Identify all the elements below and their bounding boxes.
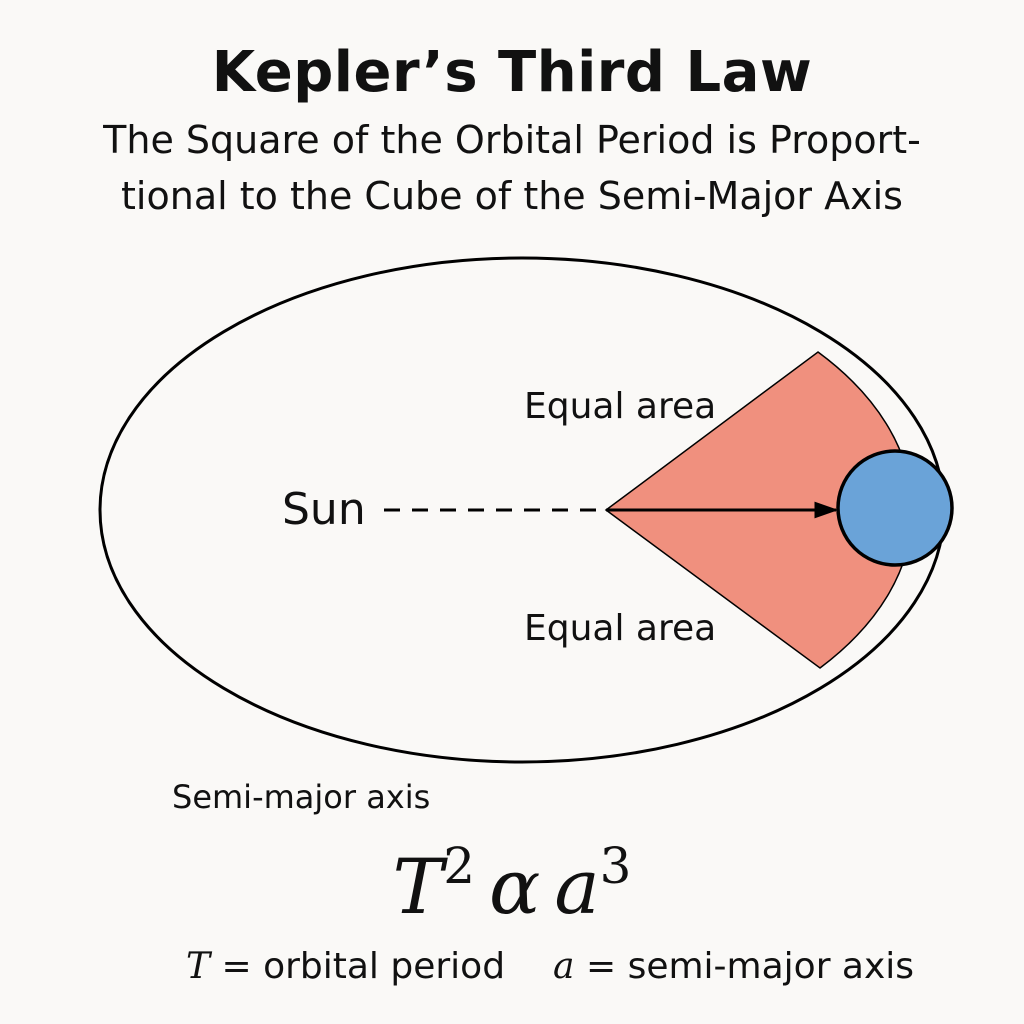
formula-period-symbol: T (392, 842, 444, 931)
planet-circle (836, 449, 954, 567)
subtitle-line-2: tional to the Cube of the Semi-Major Axi… (121, 174, 903, 218)
page-title: Kepler’s Third Law (211, 40, 813, 105)
formula-period-exponent: 2 (443, 837, 476, 895)
formula-proportional-symbol: α (489, 842, 541, 931)
formula-axis-exponent: 3 (599, 837, 632, 895)
legend-axis-text: = semi-major axis (574, 946, 915, 987)
formula-axis-symbol: a (554, 842, 600, 931)
formula-legend: T = orbital period a = semi-major axis (186, 946, 914, 987)
page-subtitle: The Square of the Orbital Period is Prop… (0, 112, 1024, 224)
semi-major-axis-label: Semi-major axis (172, 778, 431, 816)
legend-period-text: = orbital period (210, 946, 506, 987)
equal-area-label-top: Equal area (524, 386, 716, 427)
equal-area-label-bottom: Equal area (524, 608, 716, 649)
sun-label: Sun (282, 484, 366, 535)
legend-axis-symbol: a (553, 946, 575, 987)
subtitle-line-1: The Square of the Orbital Period is Prop… (103, 118, 921, 162)
legend-period-symbol: T (186, 946, 211, 987)
